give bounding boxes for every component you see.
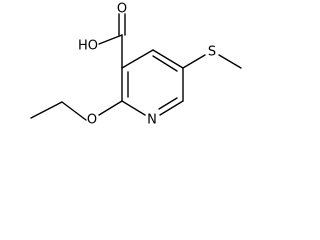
hydroxyl-label: HO — [78, 39, 98, 54]
bond-c2-oxygen — [98, 100, 123, 116]
ethoxy-group — [30, 100, 123, 121]
sulfur-label: S — [208, 45, 216, 60]
bond-oxygen-ch2 — [61, 101, 87, 121]
ether-oxygen-label: O — [87, 113, 97, 128]
bond-carboxyl-hydroxyl — [98, 34, 123, 45]
bond-c3-c4 — [121, 49, 154, 69]
bond-c4-c5-inner — [152, 55, 178, 72]
bond-c6-n1-inner — [158, 97, 178, 110]
ring-nitrogen-label: N — [147, 113, 157, 128]
bond-ch2-ch3 — [30, 101, 63, 119]
carbonyl-oxygen-label: O — [117, 2, 127, 17]
carboxylic-acid-group — [98, 13, 126, 69]
methylthio-group — [182, 54, 242, 69]
bond-c5-sulfur — [182, 54, 206, 69]
bond-c6-n1 — [159, 100, 184, 116]
chemical-structure: HO O N O S — [30, 2, 242, 128]
bond-n1-c2 — [121, 100, 146, 116]
bond-c4-c5 — [152, 49, 184, 69]
bond-sulfur-methyl — [218, 54, 242, 69]
pyridine-ring — [121, 49, 184, 116]
